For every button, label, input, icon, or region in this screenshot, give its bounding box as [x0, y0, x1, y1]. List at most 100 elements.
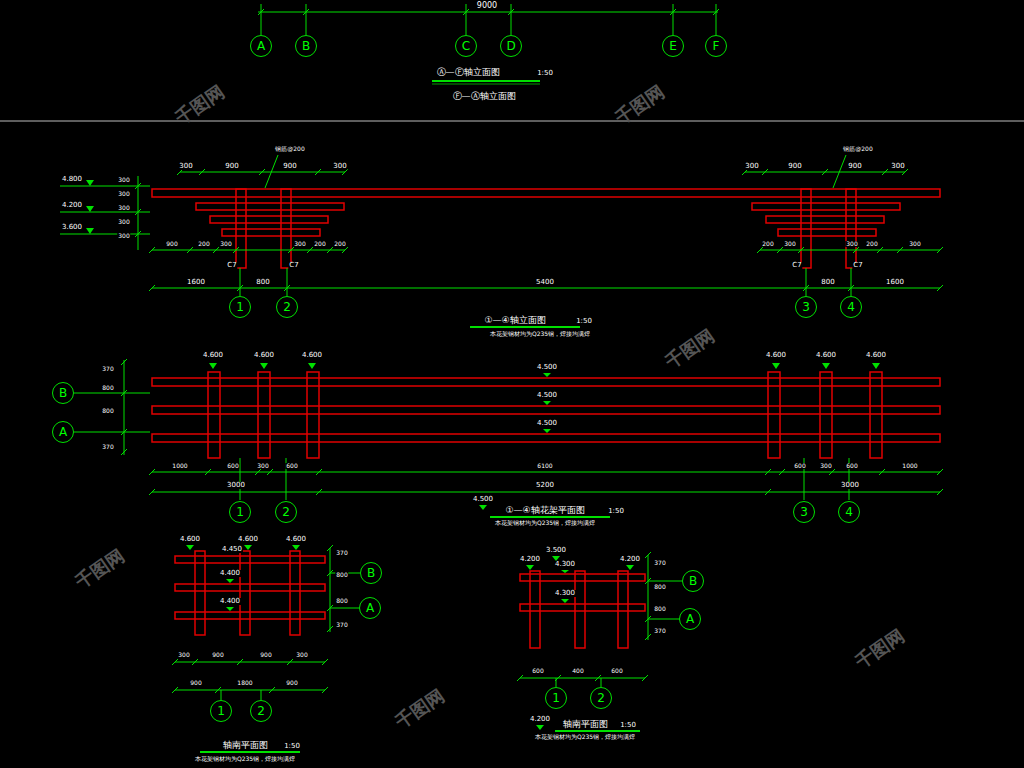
level-markers [292, 545, 300, 550]
dimension-lines [60, 4, 943, 700]
level-markers [543, 373, 551, 377]
dimension-lines [240, 268, 851, 296]
axis-bubble: A [359, 597, 381, 619]
structure-members [530, 571, 540, 648]
axis-bubble: 4 [838, 501, 860, 523]
dimension-text: 800 [335, 598, 348, 604]
dimension-text: 370 [101, 366, 114, 372]
dimension-text: 300 [117, 205, 130, 211]
dimension-lines [172, 687, 328, 700]
dimension-text: 5400 [535, 279, 555, 286]
axis-label: 4 [847, 301, 855, 313]
dimension-text: 1600 [186, 279, 206, 286]
dimension-text: 300 [845, 241, 858, 247]
dimension-text: 600 [793, 463, 806, 469]
divider-line [0, 121, 1024, 122]
axis-label: B [689, 575, 697, 587]
dimension-text: 4.500 [536, 364, 558, 371]
axis-label: 2 [283, 301, 291, 313]
dimension-lines [172, 659, 328, 665]
dimension-text: 370 [653, 628, 666, 634]
dimension-text: 1800 [236, 680, 253, 686]
structure-members [236, 189, 246, 268]
dimension-lines [149, 247, 943, 253]
drawing-title: ①—④轴立面图 [483, 316, 546, 325]
level-markers [872, 363, 880, 369]
level-markers [244, 545, 252, 550]
dimension-text: 300 [178, 163, 193, 170]
dimension-text: C7 [791, 262, 802, 269]
dimension-text: 800 [101, 408, 114, 414]
level-markers [226, 579, 234, 583]
dimension-text: 300 [332, 163, 347, 170]
drawing-title: 轴南平面图 [562, 720, 609, 729]
dimension-text: 4.200 [61, 202, 83, 209]
dimension-text: 4.600 [865, 352, 887, 359]
level-markers [186, 545, 194, 550]
dimension-text: 1000 [901, 463, 918, 469]
dimension-text: 4.600 [301, 352, 323, 359]
dimension-text: 4.200 [529, 716, 551, 723]
dimension-text: 900 [211, 652, 224, 658]
axis-bubble: 2 [276, 296, 298, 318]
dimension-text: 600 [531, 668, 544, 674]
axis-label: D [506, 40, 515, 52]
title-underlines [432, 84, 540, 85]
structure-members [801, 189, 811, 268]
axis-label: A [366, 602, 374, 614]
title-underlines [200, 751, 300, 753]
axis-label: B [367, 567, 375, 579]
dimension-text: 300 [819, 463, 832, 469]
structure-members [575, 571, 585, 648]
dimension-text: 200 [761, 241, 774, 247]
dimension-text: 800 [255, 279, 270, 286]
dimension-text: 300 [117, 219, 130, 225]
dimension-text: 1:50 [283, 743, 301, 750]
axis-bubble: 2 [250, 700, 272, 722]
note-text: 本花架钢材均为Q235钢，焊接均满焊 [534, 734, 636, 740]
level-markers [543, 401, 551, 405]
dimension-text: 900 [224, 163, 239, 170]
axis-bubble: 3 [795, 296, 817, 318]
dimension-text: 300 [295, 652, 308, 658]
dimension-lines [60, 176, 150, 250]
structure-members [196, 203, 344, 210]
dimension-text: 1:50 [536, 70, 554, 77]
axis-bubble: B [52, 382, 74, 404]
dimension-text: 1:50 [607, 508, 625, 515]
dimension-text: 4.500 [472, 496, 494, 503]
title-underlines [470, 326, 580, 328]
axis-label: B [59, 387, 67, 399]
dimension-text: 600 [285, 463, 298, 469]
axis-bubble: 3 [793, 501, 815, 523]
note-text: 本花架钢材均为Q235钢，焊接均满焊 [489, 331, 591, 337]
dimension-text: 4.400 [219, 570, 241, 577]
axis-bubble: A [250, 35, 272, 57]
level-markers [561, 599, 569, 603]
dimension-text: 3.600 [61, 224, 83, 231]
dimension-text: 300 [908, 241, 921, 247]
dimension-text: C7 [288, 262, 299, 269]
axis-label: 2 [597, 692, 605, 704]
level-markers [209, 363, 217, 369]
level-markers [536, 725, 544, 730]
dimension-text: 4.600 [815, 352, 837, 359]
dimension-text: C7 [226, 262, 237, 269]
axis-label: 1 [236, 301, 244, 313]
note-text: 本花架钢材均为Q235钢，焊接均满焊 [194, 756, 296, 762]
dimension-text: 800 [820, 279, 835, 286]
note-text: 本花架钢材均为Q235钢，焊接均满焊 [494, 520, 596, 526]
title-underlines [432, 80, 540, 82]
dimension-text: 3.500 [545, 547, 567, 554]
dimension-text: 900 [847, 163, 862, 170]
axis-bubble: 1 [545, 687, 567, 709]
level-markers [226, 607, 234, 611]
axis-bubble: C [455, 35, 477, 57]
structure-members [520, 604, 645, 611]
dimension-text: 300 [177, 652, 190, 658]
dimension-text: 4.400 [219, 598, 241, 605]
dimension-text: 1:50 [619, 722, 637, 729]
structure-members [208, 372, 220, 458]
dimension-lines [149, 489, 943, 495]
axis-label: C [462, 40, 470, 52]
